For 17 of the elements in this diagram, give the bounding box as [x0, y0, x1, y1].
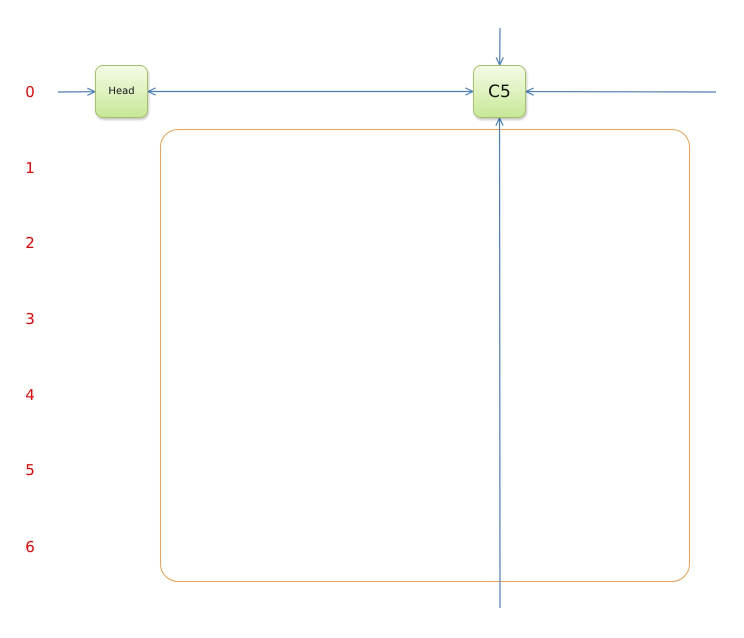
process-box: [473, 65, 526, 118]
row-number: 6: [25, 538, 35, 556]
arrow: [147, 87, 474, 96]
arrow: [525, 87, 716, 96]
row-number: 4: [25, 386, 35, 404]
row-number: 1: [25, 159, 35, 177]
rounded-frame: [160, 129, 690, 582]
row-number: 2: [25, 234, 35, 252]
row-number: 3: [25, 310, 35, 328]
arrow: [496, 28, 504, 66]
node-label: C5: [488, 82, 511, 102]
row-number: 0: [25, 83, 35, 101]
arrow: [495, 117, 504, 608]
arrow: [58, 88, 96, 96]
row-number: 5: [25, 461, 35, 479]
node-label: Head: [108, 86, 135, 97]
process-box: [95, 65, 148, 118]
